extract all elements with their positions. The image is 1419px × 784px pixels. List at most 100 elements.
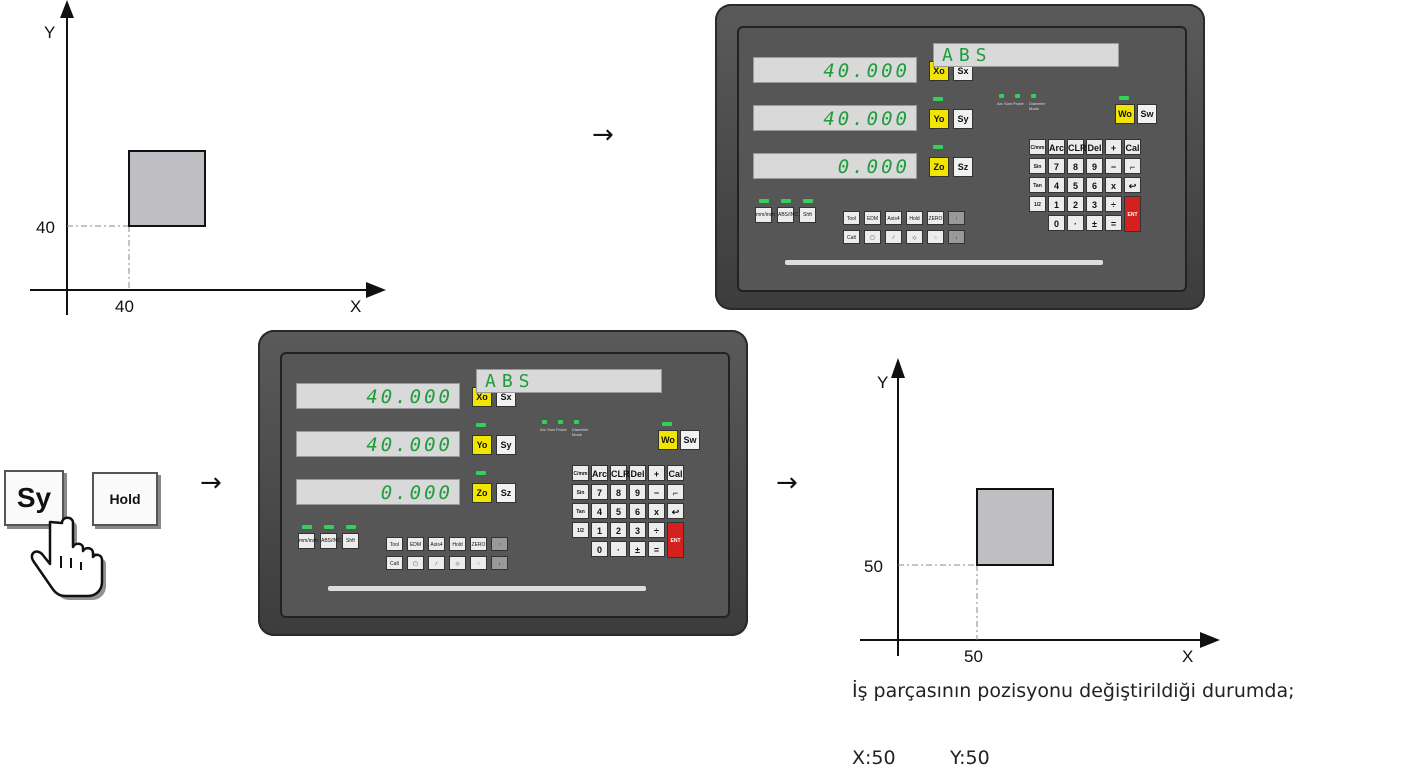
function-key[interactable]: ▢ (864, 230, 881, 244)
keypad-key[interactable]: Del (1086, 139, 1103, 155)
keypad-key[interactable]: 3 (629, 522, 646, 538)
left-key[interactable]: Shft (799, 207, 816, 223)
keypad-key[interactable]: 8 (1067, 158, 1084, 174)
left-key[interactable]: ABS/INC (320, 533, 341, 549)
left-key[interactable]: ABS/INC (777, 207, 798, 223)
keypad-key[interactable]: 1/2 (1029, 196, 1046, 212)
function-key[interactable]: ↓ (948, 230, 965, 244)
keypad-key[interactable]: x (648, 503, 665, 519)
function-key[interactable]: ◇ (449, 556, 466, 570)
left-key[interactable]: mm/inch (755, 207, 775, 223)
keypad-key[interactable]: 0 (1048, 215, 1065, 231)
sy-button[interactable]: Sy (953, 109, 973, 129)
function-key[interactable]: Hold (449, 537, 466, 551)
keypad-key[interactable]: + (1105, 139, 1122, 155)
keypad-key[interactable]: · (610, 541, 627, 557)
function-key[interactable]: Calt (843, 230, 860, 244)
function-key[interactable]: ZERO (470, 537, 487, 551)
function-key[interactable]: ◇ (906, 230, 923, 244)
keypad-key[interactable]: 4 (1048, 177, 1065, 193)
z-zero-button[interactable]: Zo (472, 483, 492, 503)
function-key[interactable]: EDM (864, 211, 881, 225)
function-key[interactable]: Calt (386, 556, 403, 570)
keypad-key[interactable]: Sin (572, 484, 589, 500)
keypad-key[interactable]: ⌐ (667, 484, 684, 500)
keypad-key[interactable]: 1 (1048, 196, 1065, 212)
keypad-key[interactable]: ± (629, 541, 646, 557)
wo-button[interactable]: Wo (658, 430, 678, 450)
keypad-key[interactable]: + (648, 465, 665, 481)
keypad-key[interactable]: ENT (667, 522, 684, 558)
z-zero-button[interactable]: Zo (929, 157, 949, 177)
keypad-key[interactable]: 9 (1086, 158, 1103, 174)
wo-button[interactable]: Wo (1115, 104, 1135, 124)
keypad-key[interactable]: ↩ (1124, 177, 1141, 193)
sz-button[interactable]: Sz (953, 157, 973, 177)
keypad-key[interactable]: Cal (667, 465, 684, 481)
keypad-key[interactable]: − (1105, 158, 1122, 174)
keypad-key[interactable]: 6 (629, 503, 646, 519)
keypad-key[interactable]: ENT (1124, 196, 1141, 232)
left-key[interactable]: mm/inch (298, 533, 318, 549)
keypad-key[interactable]: − (648, 484, 665, 500)
keypad-key[interactable]: ÷ (648, 522, 665, 538)
keypad-key[interactable]: · (1067, 215, 1084, 231)
function-key[interactable]: ∕ (885, 230, 902, 244)
keypad-key[interactable]: Cal (1124, 139, 1141, 155)
keypad-key[interactable]: = (648, 541, 665, 557)
sy-key[interactable]: Sy (4, 470, 64, 526)
keypad-key[interactable]: 5 (610, 503, 627, 519)
keypad-key[interactable]: 8 (610, 484, 627, 500)
keypad-key[interactable]: 7 (591, 484, 608, 500)
sz-button[interactable]: Sz (496, 483, 516, 503)
keypad-key[interactable]: 4 (591, 503, 608, 519)
function-key[interactable]: Tool (386, 537, 403, 551)
keypad-key[interactable]: 7 (1048, 158, 1065, 174)
keypad-key[interactable]: 2 (1067, 196, 1084, 212)
keypad-key[interactable]: 1 (591, 522, 608, 538)
keypad-key[interactable]: 2 (610, 522, 627, 538)
keypad-key[interactable]: 5 (1067, 177, 1084, 193)
keypad-key[interactable]: x (1105, 177, 1122, 193)
keypad-key[interactable]: Del (629, 465, 646, 481)
function-key[interactable]: ◌ (470, 556, 487, 570)
keypad-key[interactable]: 3 (1086, 196, 1103, 212)
function-key[interactable]: ↓ (491, 556, 508, 570)
keypad-key[interactable]: Sin (1029, 158, 1046, 174)
keypad-key[interactable]: C/mm (572, 465, 589, 481)
function-key[interactable]: ↑ (491, 537, 508, 551)
keypad-key[interactable]: Tan (1029, 177, 1046, 193)
function-key[interactable]: ZERO (927, 211, 944, 225)
y-zero-button[interactable]: Yo (929, 109, 949, 129)
keypad-key[interactable]: Arc (1048, 139, 1065, 155)
sw-button[interactable]: Sw (680, 430, 700, 450)
function-key[interactable]: ∕ (428, 556, 445, 570)
function-key[interactable]: ↑ (948, 211, 965, 225)
keypad-key[interactable]: CLR (610, 465, 630, 481)
function-key[interactable]: Axis4 (885, 211, 902, 225)
function-key[interactable]: ▢ (407, 556, 424, 570)
keypad-key[interactable]: ⌐ (1124, 158, 1141, 174)
keypad-key[interactable]: CLR (1067, 139, 1087, 155)
keypad-key[interactable]: = (1105, 215, 1122, 231)
sy-button[interactable]: Sy (496, 435, 516, 455)
function-key[interactable]: Axis4 (428, 537, 445, 551)
function-key[interactable]: Hold (906, 211, 923, 225)
hold-key[interactable]: Hold (92, 472, 158, 526)
keypad-key[interactable]: 9 (629, 484, 646, 500)
keypad-key[interactable]: Arc (591, 465, 608, 481)
left-key[interactable]: Shft (342, 533, 359, 549)
y-zero-button[interactable]: Yo (472, 435, 492, 455)
keypad-key[interactable]: ÷ (1105, 196, 1122, 212)
function-key[interactable]: ◌ (927, 230, 944, 244)
keypad-key[interactable]: ↩ (667, 503, 684, 519)
keypad-key[interactable]: 0 (591, 541, 608, 557)
keypad-key[interactable]: 6 (1086, 177, 1103, 193)
function-key[interactable]: EDM (407, 537, 424, 551)
keypad-key[interactable]: C/mm (1029, 139, 1046, 155)
function-key[interactable]: Tool (843, 211, 860, 225)
keypad-key[interactable]: ± (1086, 215, 1103, 231)
keypad-key[interactable]: 1/2 (572, 522, 589, 538)
sw-button[interactable]: Sw (1137, 104, 1157, 124)
keypad-key[interactable]: Tan (572, 503, 589, 519)
